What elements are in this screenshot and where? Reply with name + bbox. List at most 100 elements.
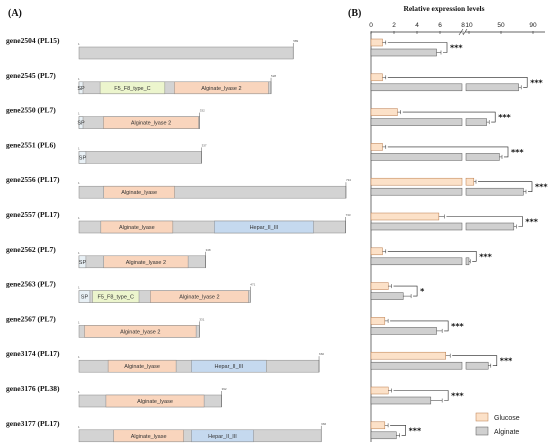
- protein-length: 733: [346, 213, 351, 217]
- domain-hepar: [214, 220, 314, 234]
- significance-mark: ***: [530, 78, 543, 87]
- gene-label: gene2562 (PL7): [6, 245, 56, 254]
- axis-title: Relative expression levels: [403, 4, 484, 13]
- significance-bracket: [452, 355, 498, 366]
- bar-glucose: [370, 247, 383, 256]
- significance-mark: *: [420, 287, 425, 296]
- domain-alginate_lyase: [84, 325, 197, 338]
- protein-start: 1: [78, 320, 80, 324]
- domain-label: Alginate_lyase: [131, 434, 167, 440]
- significance-mark: ***: [450, 44, 463, 53]
- domain-f5f8: [92, 290, 140, 303]
- expression-bars: **********************************: [370, 38, 548, 440]
- gene-label: gene2563 (PL7): [6, 280, 56, 289]
- significance-bracket: [446, 216, 523, 227]
- bar-alginate: [370, 153, 463, 161]
- significance-mark: ***: [535, 183, 548, 192]
- bar-glucose: [370, 212, 440, 221]
- significance-bracket: [387, 42, 448, 53]
- bar-glucose: [370, 108, 398, 116]
- protein-length: 528: [271, 74, 276, 78]
- domain-sp: [78, 81, 84, 95]
- significance-mark: ***: [479, 252, 492, 261]
- domain-label: Alginate_lyase: [124, 364, 160, 370]
- bar-alginate: [370, 327, 437, 335]
- domain-alginate_lyase: [103, 255, 189, 269]
- domain-alginate_lyase: [113, 429, 184, 443]
- domain-sp: [78, 290, 91, 303]
- bar-alginate-cont: [465, 222, 515, 231]
- bar-glucose: [370, 38, 383, 47]
- significance-mark: ***: [500, 357, 513, 366]
- domain-sp: [78, 151, 87, 164]
- protein-start: 1: [78, 77, 80, 81]
- protein-start: 1: [78, 112, 80, 116]
- legend-glucose: Glucose: [494, 415, 520, 422]
- gene-label: gene2550 (PL7): [6, 106, 56, 115]
- legend-swatch-glucose: [475, 412, 489, 422]
- domain-label: Alginate_lyase 2: [179, 295, 219, 301]
- tick-label-2: 2: [392, 22, 396, 29]
- domain-alginate_lyase: [105, 394, 205, 408]
- significance-mark: ***: [451, 392, 464, 401]
- protein-length: 734: [346, 178, 351, 182]
- bar-alginate: [370, 222, 463, 231]
- significance-bracket: [393, 390, 449, 401]
- domain-hepar: [191, 429, 254, 443]
- protein-length: 589: [293, 39, 298, 43]
- tick-label-6: 6: [438, 22, 442, 29]
- tick-label-90: 90: [529, 22, 537, 29]
- bar-alginate: [370, 292, 404, 300]
- significance-bracket: [393, 285, 418, 297]
- domain-alginate_lyase: [150, 290, 249, 303]
- bar-alginate-cont: [465, 361, 489, 370]
- protein-start: 1: [78, 216, 80, 220]
- protein-backbone: [78, 46, 294, 60]
- bar-alginate: [370, 187, 463, 196]
- bar-alginate: [370, 83, 463, 92]
- bar-glucose: [370, 177, 463, 186]
- domain-label: Hepar_II_III: [214, 364, 243, 370]
- domain-alginate_lyase: [103, 185, 175, 199]
- gene-label: gene2504 (PL15): [6, 36, 60, 45]
- protein-length: 392: [222, 387, 227, 391]
- domain-label: SP: [79, 155, 87, 161]
- domain-f5f8: [99, 81, 166, 95]
- protein-start: 1: [78, 42, 80, 46]
- domain-alginate_lyase: [100, 220, 174, 234]
- legend: Glucose Alginate: [475, 412, 520, 436]
- panel-b-label: (B): [348, 8, 361, 19]
- tick-label-10: 10: [465, 22, 473, 29]
- domain-label: Alginate_lyase: [137, 399, 173, 405]
- protein-start: 1: [78, 181, 80, 185]
- domain-label: Alginate_lyase: [119, 225, 155, 231]
- significance-mark: ***: [498, 113, 511, 122]
- protein-start: 1: [78, 355, 80, 359]
- gene-label: gene2567 (PL7): [6, 314, 56, 323]
- bar-glucose: [370, 421, 386, 430]
- bar-alginate: [370, 48, 437, 57]
- protein-backbone: [78, 151, 202, 164]
- protein-length: 332: [200, 109, 205, 113]
- domain-hepar: [191, 359, 267, 373]
- domain-sp: [78, 116, 84, 129]
- bar-alginate: [370, 431, 397, 440]
- domain-label: SP: [81, 295, 89, 301]
- gene-label: gene3177 (PL17): [6, 419, 60, 428]
- bar-glucose: [370, 386, 389, 395]
- bar-alginate-cont: [465, 118, 487, 126]
- bar-alginate-cont: [465, 153, 500, 161]
- gene-label: gene2556 (PL17): [6, 175, 60, 184]
- domain-label: Hepar_II_III: [250, 225, 279, 231]
- significance-mark: ***: [511, 148, 524, 157]
- domain-label: SP: [79, 260, 87, 266]
- significance-bracket: [402, 111, 496, 123]
- gene-label: gene3176 (PL38): [6, 384, 60, 393]
- bar-alginate-cont: [465, 83, 519, 92]
- significance-mark: ***: [409, 426, 422, 435]
- gene-label: gene3174 (PL17): [6, 349, 60, 358]
- legend-alginate: Alginate: [494, 429, 519, 436]
- panel-a-label: (A): [8, 8, 22, 19]
- gene-label: gene2545 (PL7): [6, 71, 56, 80]
